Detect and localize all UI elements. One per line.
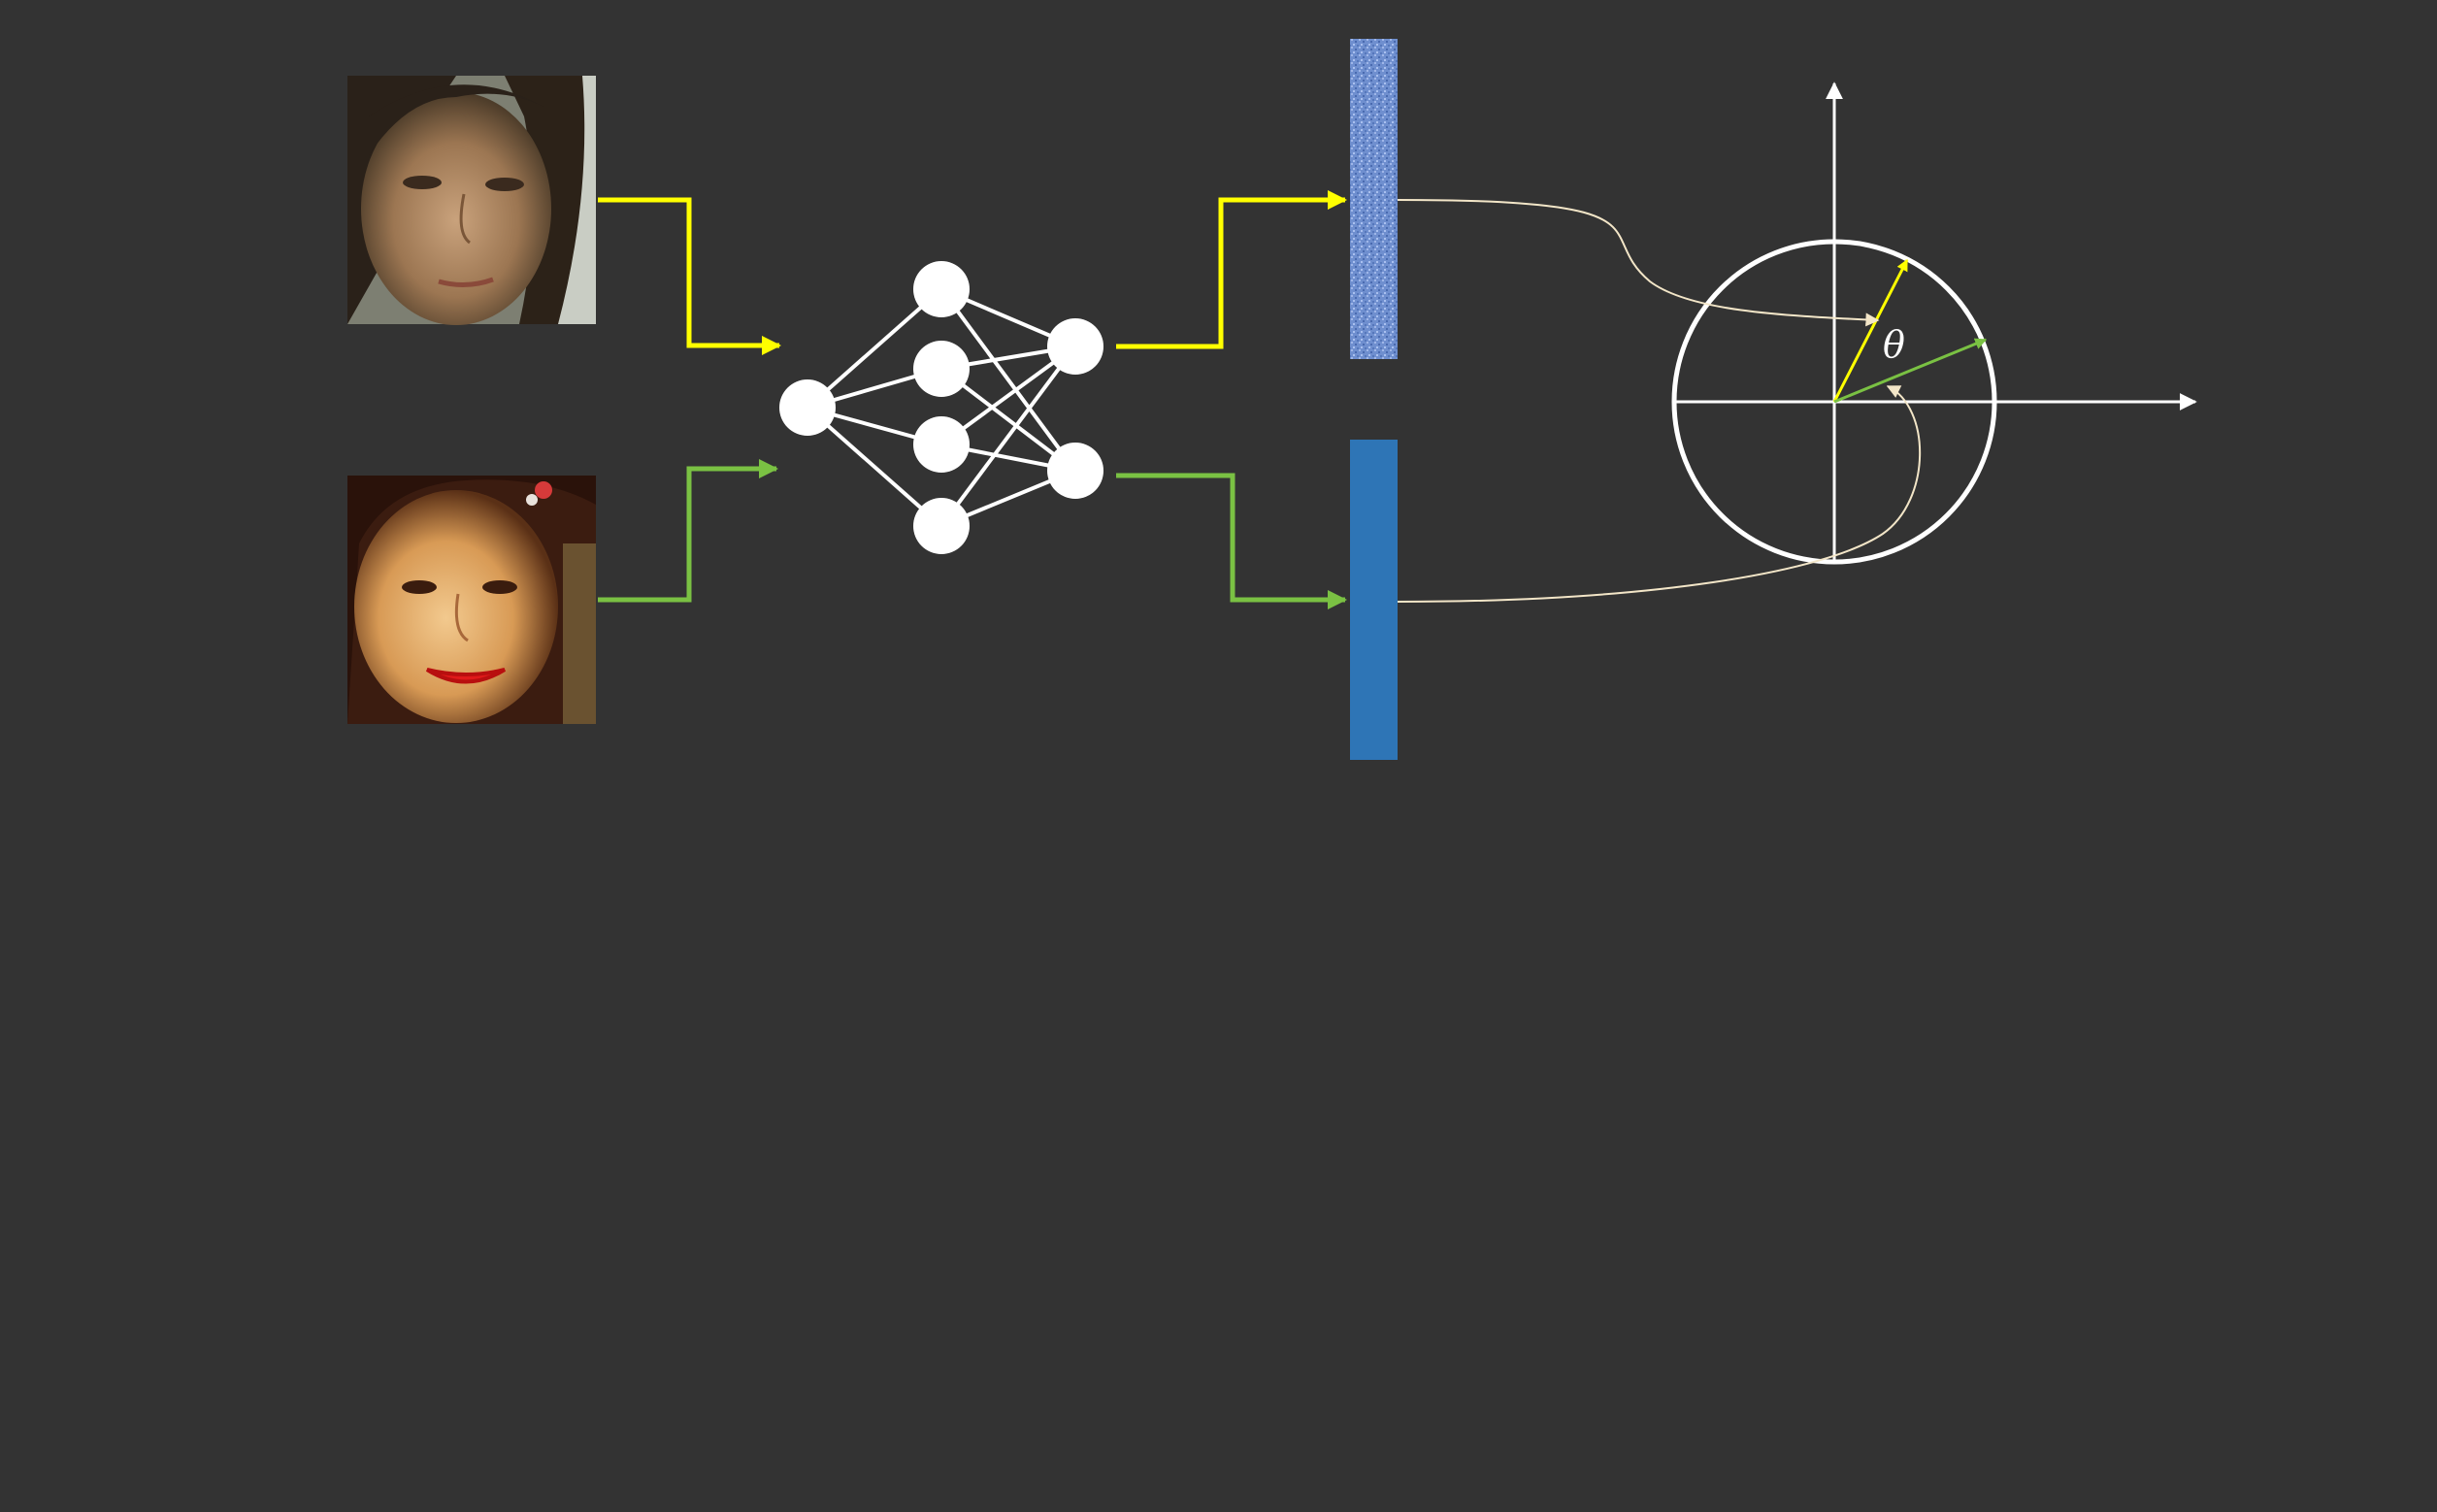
network-node: [779, 379, 836, 436]
embedding-b-output-arrow: [1116, 473, 1347, 609]
embedding-b-mapping-curve: [1397, 385, 1922, 603]
network-node: [913, 416, 970, 473]
face-b-input-arrow: [598, 459, 778, 603]
network-node: [1047, 443, 1103, 499]
embedding-a-output-arrow: [1116, 190, 1347, 349]
unit-circle: [1671, 239, 1997, 565]
angle-label: θ: [1883, 323, 1905, 366]
embedding-a-mapping-curve: [1397, 199, 1880, 327]
embedding-vector-b: [1350, 440, 1398, 760]
unit-circle-plot: θ: [1671, 82, 2197, 565]
vector-a: [1832, 258, 1909, 403]
face-photo-a: [347, 76, 596, 325]
network-node: [913, 261, 970, 317]
embedding-vector-a: [1350, 39, 1398, 359]
neural-network-icon: [779, 261, 1103, 554]
face-photo-b: [347, 476, 596, 724]
vector-b: [1833, 338, 1988, 404]
network-node: [1047, 318, 1103, 375]
network-node: [913, 498, 970, 554]
face-a-input-arrow: [598, 197, 781, 355]
network-node: [913, 341, 970, 397]
